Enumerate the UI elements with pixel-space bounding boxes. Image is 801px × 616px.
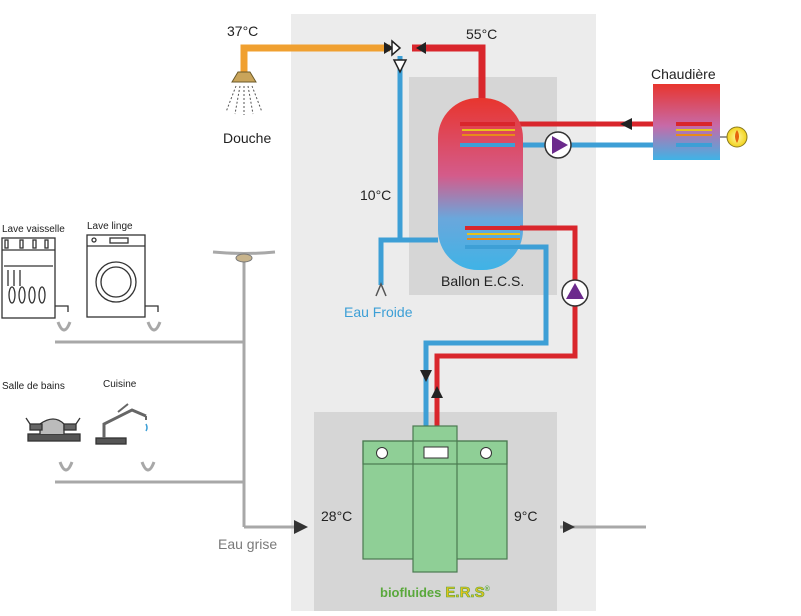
washing-machine-label: Lave linge <box>87 221 133 232</box>
shower-flow-arrow <box>384 42 394 54</box>
boiler-flow-arrow <box>620 118 632 130</box>
preheat-down-arrow <box>420 370 432 382</box>
valve-down-arrow <box>392 59 408 74</box>
boiler-pump <box>544 131 572 159</box>
shower-label: Douche <box>223 130 271 146</box>
shower-head-icon <box>225 71 263 115</box>
shower-temp-label: 37°C <box>227 23 258 39</box>
upper-coil <box>460 122 515 147</box>
lower-coil <box>465 226 520 249</box>
dishwasher-label: Lave vaisselle <box>2 224 65 235</box>
brand-name: E.R.S <box>445 584 484 601</box>
preheat-up-arrow <box>431 386 443 398</box>
kitchen-label: Cuisine <box>103 379 137 390</box>
preheat-hot-pipe <box>434 225 578 426</box>
grey-water-pipes <box>55 258 646 529</box>
hot-water-pipe <box>412 44 486 103</box>
shower-drain <box>212 250 276 263</box>
shower-supply-pipe <box>240 44 390 72</box>
washing-machine-icon <box>86 234 159 318</box>
ers-exchanger <box>362 425 508 573</box>
cold-water-label: Eau Froide <box>344 304 413 320</box>
brand-prefix: biofluides <box>380 585 441 600</box>
dishwasher-icon <box>1 237 69 319</box>
grey-inlet-arrow <box>294 520 308 534</box>
kitchen-faucet-icon <box>95 403 148 445</box>
brand-logo: biofluides E.R.S® <box>380 584 491 602</box>
bathroom-label: Salle de bains <box>2 381 65 392</box>
grey-out-temp-label: 9°C <box>514 508 538 524</box>
grey-in-temp-label: 28°C <box>321 508 352 524</box>
boiler-label: Chaudière <box>651 66 716 82</box>
boiler-coil <box>676 122 712 147</box>
valve-body <box>391 39 402 57</box>
hot-temp-label: 55°C <box>466 26 497 42</box>
cold-inlet-tip <box>375 282 387 297</box>
flame-icon <box>726 126 748 148</box>
grey-outlet-arrow <box>563 521 575 533</box>
hot-flow-arrow <box>416 42 426 54</box>
cold-inlet-temp-label: 10°C <box>360 187 391 203</box>
tank-label: Ballon E.C.S. <box>441 273 524 289</box>
bathroom-faucet-icon <box>25 417 81 442</box>
grey-water-label: Eau grise <box>218 536 277 552</box>
cold-water-inlet-pipe <box>378 237 438 285</box>
preheat-pump <box>561 279 589 307</box>
brand-reg: ® <box>485 585 491 593</box>
